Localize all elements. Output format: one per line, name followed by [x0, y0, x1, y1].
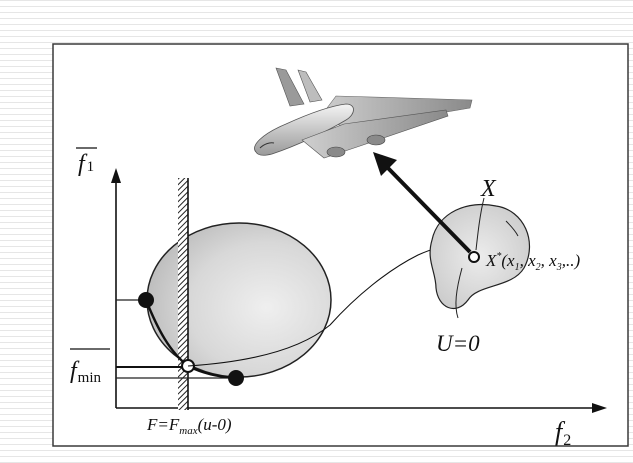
- design-point-label-args: (x: [501, 251, 515, 270]
- design-to-aircraft-arrow: [384, 164, 472, 254]
- design-point-label-x2: , x: [520, 251, 537, 270]
- design-point-label: X*(x1, x2, x3,..): [485, 251, 580, 273]
- pareto-point-upper: [138, 292, 154, 308]
- design-point-sub-3: 3: [556, 262, 562, 273]
- fmin-label-symbol: f: [70, 358, 80, 384]
- x-axis-arrowhead: [592, 403, 607, 413]
- design-point-label-x3: , x: [541, 251, 558, 270]
- y-axis-label-symbol: f: [78, 151, 88, 177]
- design-point-sub-2: 2: [536, 262, 541, 273]
- pareto-point-lower: [228, 370, 244, 386]
- hatched-constraint-wall: [178, 178, 189, 410]
- arrow-head: [373, 152, 397, 176]
- constraint-label-rhs: (u-0): [198, 415, 232, 434]
- region-leader-line: [475, 197, 485, 251]
- region-tick-mark: [505, 220, 519, 237]
- constraint-label: F=Fmax(u-0): [146, 415, 232, 437]
- svg-text:f1: f1: [78, 151, 94, 177]
- x-axis-label-symbol: f: [555, 417, 566, 446]
- constraint-label-lhs: F=F: [146, 415, 180, 434]
- x-axis-label-subscript: 2: [563, 432, 571, 449]
- constraint-label-subscript: max: [179, 425, 197, 437]
- design-point: [468, 251, 480, 263]
- y-axis-arrowhead: [111, 168, 121, 183]
- svg-text:fmin: fmin: [70, 358, 102, 386]
- boundary-leader-line: [455, 267, 463, 319]
- x-axis-label: f2: [555, 417, 571, 449]
- fmin-label-subscript: min: [78, 370, 102, 386]
- design-point-sub-1: 1: [515, 262, 520, 273]
- design-point-label-prefix: X: [485, 251, 497, 270]
- airplane-icon: [254, 67, 473, 159]
- y-axis-label-subscript: 1: [87, 159, 95, 175]
- design-point-label-tail: ,..): [562, 251, 581, 270]
- objective-axes: [111, 168, 607, 413]
- design-region-label: X: [480, 176, 497, 202]
- boundary-label: U=0: [436, 331, 480, 356]
- fmin-label: fmin: [70, 348, 110, 386]
- constraint-hatch: [178, 178, 188, 410]
- design-point-label-superscript: *: [496, 251, 501, 262]
